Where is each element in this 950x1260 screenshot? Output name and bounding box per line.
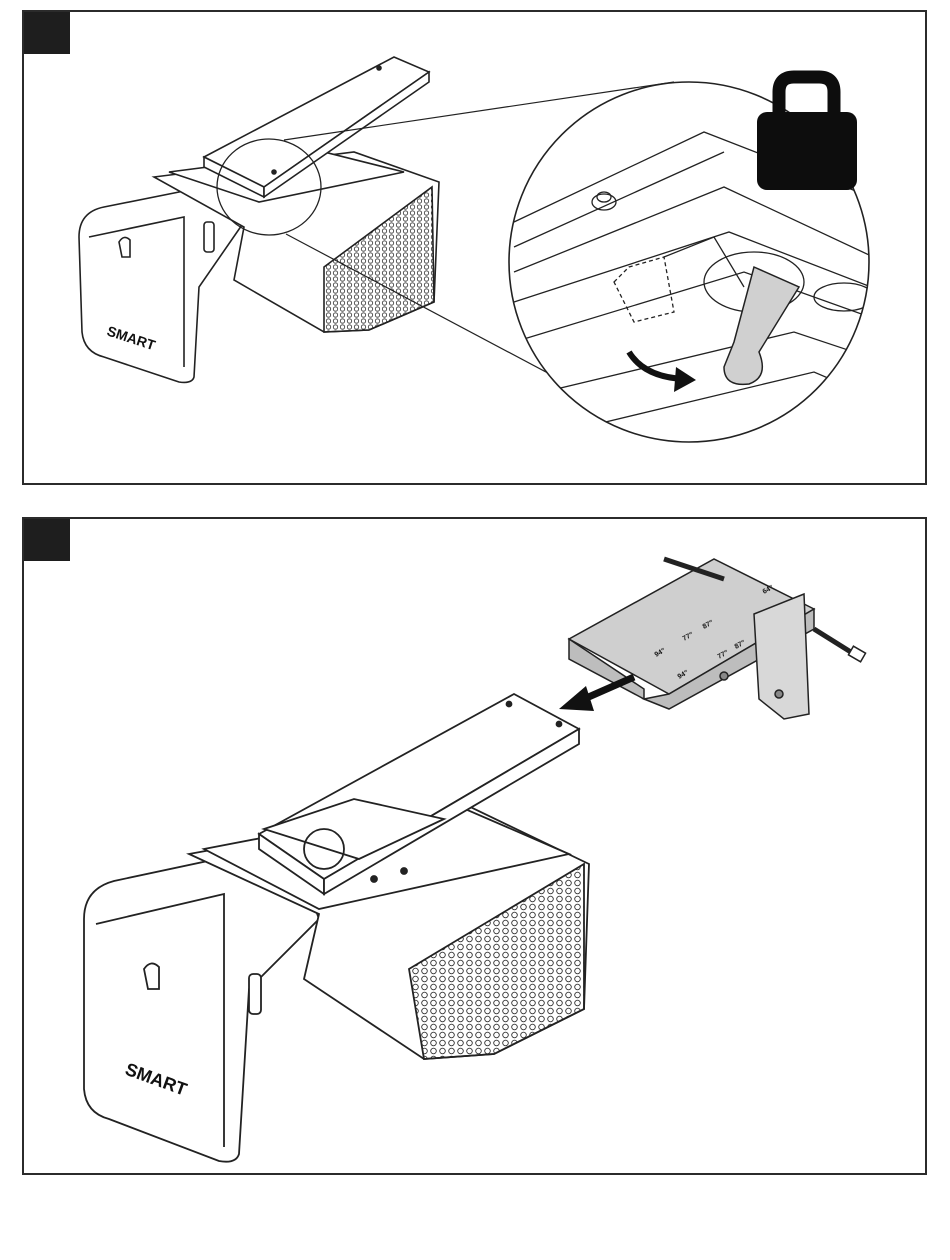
panel-1-illustration: SMART bbox=[24, 12, 927, 485]
step-panel-2: 64" 87" 77" 94" 77" 87" 94" bbox=[22, 517, 927, 1175]
projector-hood bbox=[79, 186, 244, 382]
step-panel-1: SMART bbox=[22, 10, 927, 485]
wall-bracket bbox=[569, 559, 866, 719]
projector-unit bbox=[84, 694, 589, 1162]
lock-icon bbox=[757, 77, 857, 190]
panel-2-illustration: 64" 87" 77" 94" 77" 87" 94" bbox=[24, 519, 927, 1175]
arrow-left-icon bbox=[559, 677, 634, 711]
